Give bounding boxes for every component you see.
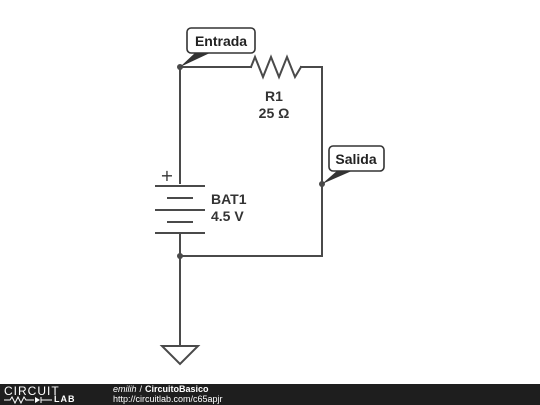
footer-url-line: http://circuitlab.com/c65apjr (113, 394, 223, 405)
battery-polarity-plus: + (160, 166, 173, 185)
net-tag-salida-pointer (322, 170, 354, 184)
net-tag-salida[interactable]: Salida (322, 145, 385, 184)
footer-separator: / (139, 384, 143, 394)
net-tag-entrada[interactable]: Entrada (180, 27, 256, 67)
footer-project-name[interactable]: CircuitoBasico (145, 384, 209, 394)
battery-bat1-value: 4.5 V (211, 208, 244, 224)
footer-author[interactable]: emilih (113, 384, 137, 394)
ground-icon[interactable] (159, 345, 201, 366)
footer-bar: CIRCUIT LAB emilih/CircuitoBasico http:/… (0, 384, 540, 405)
net-tag-salida-box (328, 145, 385, 172)
logo-text-circuit: CIRCUIT (4, 384, 60, 398)
circuitlab-logo[interactable]: CIRCUIT LAB (2, 384, 102, 405)
net-tag-salida-label: Salida (335, 151, 376, 167)
net-tag-entrada-pointer (180, 52, 212, 67)
resistor-r1-name: R1 (265, 88, 283, 104)
battery-bat1-symbol[interactable] (155, 185, 205, 234)
footer-project-line: emilih/CircuitoBasico (113, 384, 209, 395)
battery-bat1-name: BAT1 (211, 191, 247, 207)
resistor-r1-symbol[interactable] (249, 54, 303, 80)
logo-text-lab: LAB (54, 394, 76, 404)
net-tag-entrada-box (186, 27, 256, 54)
logo-resistor-diode-icon (4, 396, 52, 404)
footer-url-link[interactable]: http://circuitlab.com/c65apjr (113, 394, 223, 404)
resistor-r1-value: 25 Ω (259, 105, 290, 121)
wires (179, 66, 323, 347)
node-dot-bottom-junction (177, 253, 183, 259)
circuit-schematic: R1 25 Ω + BAT1 4.5 V Entrada Salida (155, 27, 385, 366)
net-tag-entrada-label: Entrada (195, 33, 247, 49)
